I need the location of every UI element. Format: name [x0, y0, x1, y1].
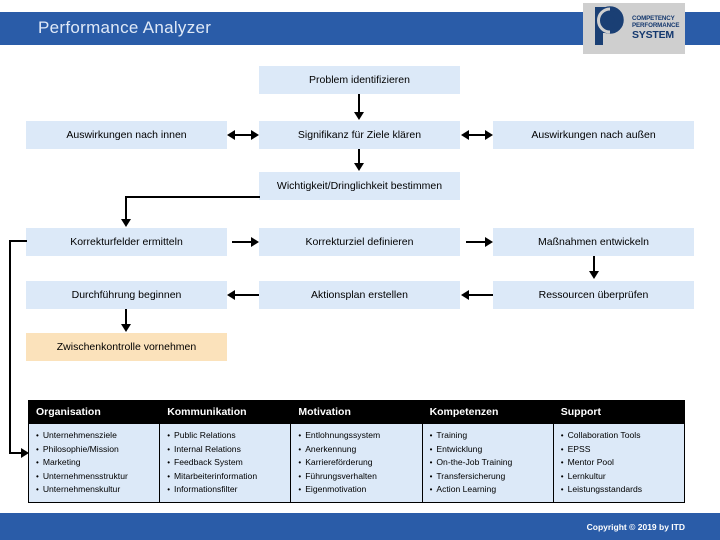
arrowhead-down-fields — [121, 219, 131, 227]
list-item: Mentor Pool — [561, 456, 684, 470]
table-row: Unternehmensziele Philosophie/Mission Ma… — [27, 423, 686, 503]
list-kompetenzen: Training Entwicklung On-the-Job Training… — [430, 429, 553, 497]
flow-node-significance[interactable]: Signifikanz für Ziele klären — [259, 121, 460, 149]
connector-priority-elbow-v — [125, 196, 127, 220]
table-cell-support: Collaboration Tools EPSS Mentor Pool Ler… — [552, 423, 686, 503]
flow-node-problem[interactable]: Problem identifizieren — [259, 66, 460, 94]
connector-problem-to-significance — [358, 94, 360, 113]
list-item: Philosophie/Mission — [36, 443, 159, 457]
list-kommunikation: Public Relations Internal Relations Feed… — [167, 429, 290, 497]
arrowhead-left-execute — [227, 290, 235, 300]
list-item: Unternehmensstruktur — [36, 470, 159, 484]
table-header-motivation: Motivation — [290, 400, 423, 424]
logo-line-3: SYSTEM — [632, 29, 674, 42]
list-item: EPSS — [561, 443, 684, 457]
arrowhead-left-inner — [227, 130, 235, 140]
arrowhead-down-significance — [354, 112, 364, 120]
list-item: Eigenmotivation — [298, 483, 421, 497]
flow-node-fields[interactable]: Korrekturfelder ermitteln — [26, 228, 227, 256]
connector-fields-to-goal — [232, 241, 251, 243]
connector-significance-to-priority — [358, 149, 360, 164]
table-cell-kompetenzen: Training Entwicklung On-the-Job Training… — [421, 423, 554, 503]
list-item: Transfersicherung — [430, 470, 553, 484]
flow-node-impact-outer[interactable]: Auswirkungen nach außen — [493, 121, 694, 149]
flow-node-actionplan[interactable]: Aktionsplan erstellen — [259, 281, 460, 309]
copyright-text: Copyright © 2019 by ITD — [586, 522, 685, 532]
table-cell-organisation: Unternehmensziele Philosophie/Mission Ma… — [27, 423, 161, 503]
connector-measures-to-resources — [593, 256, 595, 272]
list-item: Lernkultur — [561, 470, 684, 484]
list-item: Feedback System — [167, 456, 290, 470]
arrowhead-right-significance-left — [251, 130, 259, 140]
table-cell-kommunikation: Public Relations Internal Relations Feed… — [159, 423, 292, 503]
list-item: Marketing — [36, 456, 159, 470]
arrowhead-left-significance-right — [461, 130, 469, 140]
list-item: Unternehmenskultur — [36, 483, 159, 497]
flow-node-execute[interactable]: Durchführung beginnen — [26, 281, 227, 309]
list-item: Mitarbeiterinformation — [167, 470, 290, 484]
logo-line-1: COMPETENCY — [632, 15, 675, 23]
table-header-support: Support — [552, 400, 686, 424]
logo-wordmark: COMPETENCY PERFORMANCE SYSTEM — [632, 15, 680, 42]
list-support: Collaboration Tools EPSS Mentor Pool Ler… — [561, 429, 684, 497]
list-motivation: Entlohnungssystem Anerkennung Karrierefö… — [298, 429, 421, 497]
list-item: Führungsverhalten — [298, 470, 421, 484]
footer-bar — [0, 513, 720, 540]
list-item: Entlohnungssystem — [298, 429, 421, 443]
arrowhead-right-outer — [485, 130, 493, 140]
list-item: Collaboration Tools — [561, 429, 684, 443]
connector-fields-left-stub — [9, 240, 27, 242]
flow-node-interim[interactable]: Zwischenkontrolle vornehmen — [26, 333, 227, 361]
dimensions-table: Organisation Kommunikation Motivation Ko… — [27, 400, 686, 503]
flow-node-priority[interactable]: Wichtigkeit/Dringlichkeit bestimmen — [259, 172, 460, 200]
arrowhead-right-table — [21, 448, 29, 458]
table-cell-motivation: Entlohnungssystem Anerkennung Karrierefö… — [290, 423, 423, 503]
arrowhead-left-actionplan — [461, 290, 469, 300]
connector-priority-elbow-h — [125, 196, 260, 198]
list-item: Training — [430, 429, 553, 443]
flow-node-impact-inner[interactable]: Auswirkungen nach innen — [26, 121, 227, 149]
arrowhead-down-priority — [354, 163, 364, 171]
list-item: Public Relations — [167, 429, 290, 443]
connector-resources-to-actionplan — [468, 294, 493, 296]
flow-node-resources[interactable]: Ressourcen überprüfen — [493, 281, 694, 309]
list-item: On-the-Job Training — [430, 456, 553, 470]
logo-p-mark-icon — [586, 3, 630, 54]
arrowhead-right-measures — [485, 237, 493, 247]
list-item: Internal Relations — [167, 443, 290, 457]
list-item: Unternehmensziele — [36, 429, 159, 443]
list-item: Anerkennung — [298, 443, 421, 457]
connector-inner-significance — [232, 134, 254, 136]
arrowhead-right-goal — [251, 237, 259, 247]
list-organisation: Unternehmensziele Philosophie/Mission Ma… — [36, 429, 159, 497]
company-logo: COMPETENCY PERFORMANCE SYSTEM — [583, 3, 685, 54]
table-header-organisation: Organisation — [27, 400, 161, 424]
connector-execute-to-interim — [125, 309, 127, 325]
connector-left-rail-into-table — [9, 452, 22, 454]
list-item: Informationsfilter — [167, 483, 290, 497]
connector-goal-to-measures — [466, 241, 485, 243]
list-item: Entwicklung — [430, 443, 553, 457]
list-item: Action Learning — [430, 483, 553, 497]
connector-actionplan-to-execute — [234, 294, 259, 296]
flow-node-measures[interactable]: Maßnahmen entwickeln — [493, 228, 694, 256]
arrowhead-down-interim — [121, 324, 131, 332]
logo-line-2: PERFORMANCE — [632, 22, 680, 30]
table-header-kommunikation: Kommunikation — [159, 400, 292, 424]
connector-left-rail — [9, 240, 11, 454]
connector-significance-outer — [466, 134, 488, 136]
flow-node-goal[interactable]: Korrekturziel definieren — [259, 228, 460, 256]
table-header-row: Organisation Kommunikation Motivation Ko… — [27, 400, 686, 424]
list-item: Leistungsstandards — [561, 483, 684, 497]
table-header-kompetenzen: Kompetenzen — [421, 400, 554, 424]
arrowhead-down-resources — [589, 271, 599, 279]
list-item: Karriereförderung — [298, 456, 421, 470]
page-title: Performance Analyzer — [38, 18, 212, 37]
